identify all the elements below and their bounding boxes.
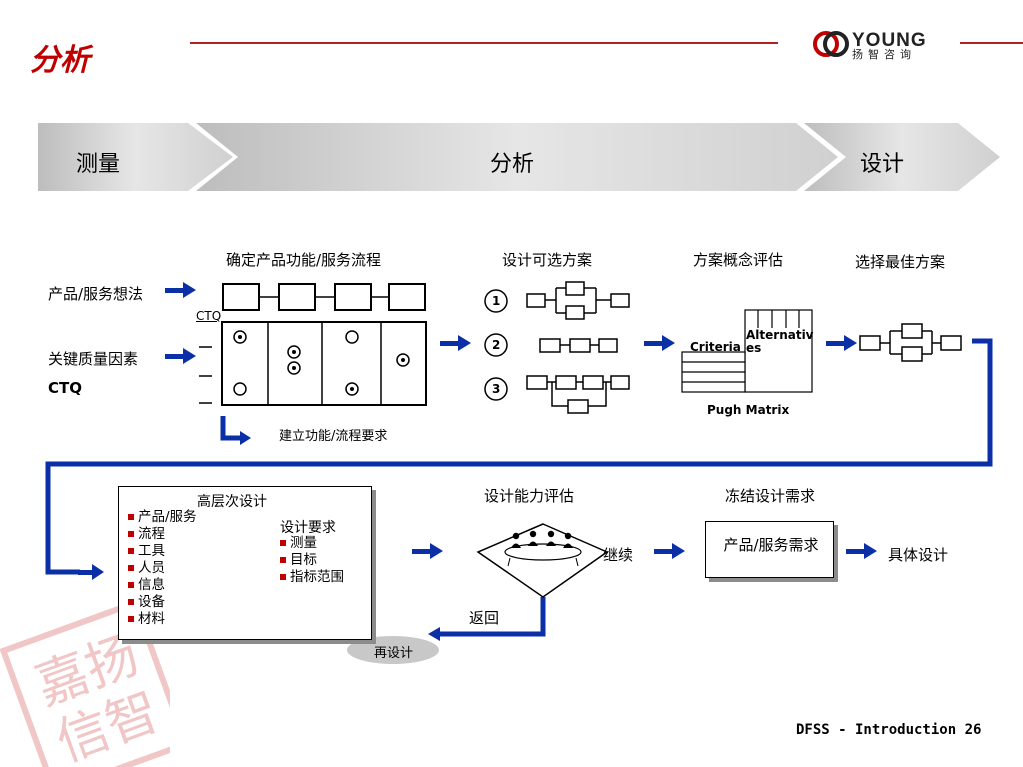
ctq-small-label: CTQ [196, 309, 222, 323]
watermark-stamp: 嘉扬 信智 [0, 599, 170, 767]
phase-analyze: 分析 [490, 152, 535, 177]
list-item: 产品/服务 [128, 509, 197, 526]
pugh-caption: Pugh Matrix [707, 403, 790, 417]
arrow-to-highlevel [78, 570, 92, 575]
connector-return [45, 338, 993, 575]
list-item: 材料 [128, 611, 197, 628]
header-rule-left [190, 42, 778, 44]
return-label: 返回 [469, 609, 500, 627]
option-1-diagram [526, 281, 630, 320]
freeze-title: 冻结设计需求 [725, 487, 816, 505]
arrow-idea [165, 288, 183, 293]
header-rule-right [960, 42, 1023, 44]
ctq-matrix [199, 321, 427, 406]
arrow-to-freeze [654, 549, 672, 554]
list-item: 测量 [280, 535, 344, 552]
phase-measure: 测量 [76, 152, 121, 177]
capability-title: 设计能力评估 [484, 487, 575, 505]
best-option-diagram [859, 323, 962, 362]
arrow-to-detail [846, 549, 864, 554]
list-item: 流程 [128, 526, 197, 543]
connector-redesign [440, 597, 546, 637]
arrow-to-evaluation [644, 341, 662, 346]
stage-header-flow: 确定产品功能/服务流程 [226, 251, 382, 269]
connector-requirements [220, 416, 240, 441]
option-number-2: 2 [492, 338, 501, 352]
phase-band [38, 123, 1000, 191]
list-item: 工具 [128, 543, 197, 560]
list-item: 目标 [280, 552, 344, 569]
arrow-ctq [165, 354, 183, 359]
requirements-label: 建立功能/流程要求 [279, 429, 388, 444]
phase-design: 设计 [860, 152, 905, 177]
high-level-title: 高层次设计 [197, 494, 267, 510]
pugh-alternatives-label: Alternatives [746, 328, 814, 355]
input-ctq-label: 关键质量因素 [48, 350, 139, 368]
option-number-1: 1 [492, 294, 501, 308]
arrow-to-alternatives [440, 341, 458, 346]
option-number-circles [484, 289, 508, 401]
logo-mark-icon [813, 31, 849, 57]
redesign-cloud [347, 636, 439, 664]
list-item: 人员 [128, 560, 197, 577]
flow-process-boxes [222, 283, 426, 311]
stage-header-alternatives: 设计可选方案 [502, 251, 593, 269]
product-service-requirements-label: 产品/服务需求 [723, 536, 819, 554]
capability-diamond [476, 523, 609, 598]
logo-subtitle: 扬智咨询 [852, 48, 916, 61]
list-item: 指标范围 [280, 569, 344, 586]
stage-header-evaluation: 方案概念评估 [693, 251, 784, 269]
high-level-list: 产品/服务 流程 工具 人员 信息 设备 材料 [128, 509, 197, 628]
list-item: 设备 [128, 594, 197, 611]
design-requirements-list: 测量 目标 指标范围 [280, 535, 344, 586]
arrow-to-select [826, 341, 844, 346]
stage-header-select: 选择最佳方案 [855, 253, 946, 271]
list-item: 信息 [128, 577, 197, 594]
option-3-diagram [526, 375, 630, 414]
page-title: 分析 [30, 43, 90, 78]
footer-page-info: DFSS - Introduction 26 [796, 722, 982, 738]
arrow-to-capability [412, 549, 430, 554]
logo-brand: YOUNG [852, 30, 927, 51]
continue-label: 继续 [603, 546, 634, 564]
option-number-3: 3 [492, 382, 501, 396]
pugh-criteria-label: Criteria [690, 340, 741, 354]
product-service-requirements-box: 产品/服务需求 [705, 521, 834, 578]
design-requirements-title: 设计要求 [280, 520, 336, 536]
high-level-design-panel: 高层次设计 产品/服务 流程 工具 人员 信息 设备 材料 设计要求 测量 目标… [118, 486, 372, 640]
input-idea-label: 产品/服务想法 [48, 285, 144, 303]
detail-design-label: 具体设计 [888, 546, 949, 564]
option-2-diagram [539, 338, 618, 353]
redesign-label: 再设计 [374, 646, 414, 661]
input-ctq-abbr: CTQ [48, 379, 82, 397]
pugh-matrix [681, 309, 813, 393]
